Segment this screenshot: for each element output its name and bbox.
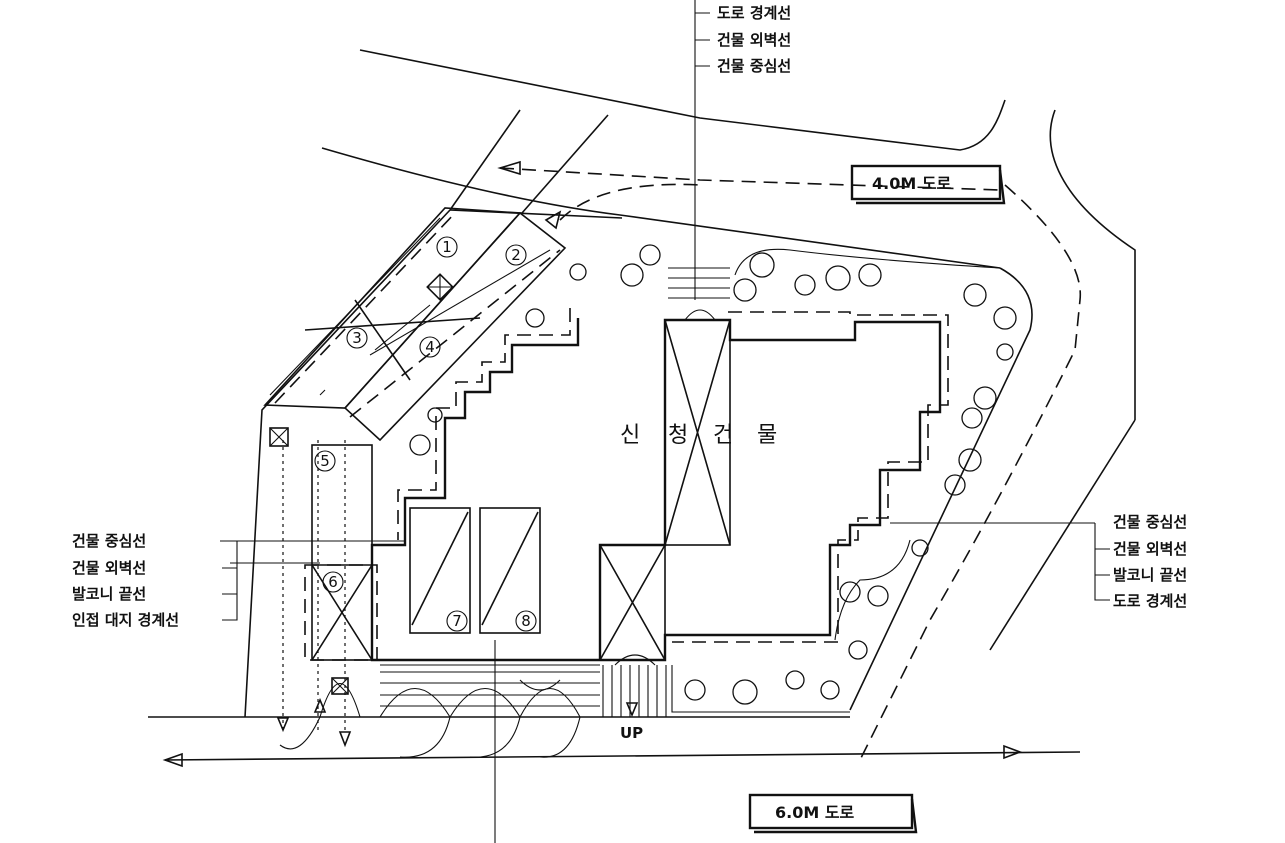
traffic-arrows	[162, 160, 1081, 768]
building-name-char-3: 건	[713, 423, 733, 448]
space-8-label: 8	[521, 612, 531, 630]
entrance-steps	[279, 267, 730, 758]
road-south-label: 6.0M 도로	[775, 803, 855, 822]
left-label-wall-line: 건물 외벽선	[72, 559, 146, 577]
building-name-char-1: 신	[620, 423, 640, 448]
space-4-label: 4	[425, 338, 435, 356]
right-label-wall-line: 건물 외벽선	[1113, 540, 1187, 558]
space-3-label: 3	[352, 329, 362, 347]
right-label-road-boundary: 도로 경계선	[1113, 592, 1187, 610]
building-name: 신 청 건 물	[620, 423, 777, 448]
top-label-wall-line: 건물 외벽선	[717, 31, 791, 49]
centre-lines	[230, 0, 1095, 843]
main-building	[370, 308, 949, 662]
road-north-label: 4.0M 도로	[872, 174, 952, 193]
right-label-balcony-line: 발코니 끝선	[1113, 566, 1187, 584]
left-label-balcony-line: 발코니 끝선	[72, 585, 146, 603]
space-numbers: 1 2 3 4 5 6 7 8	[314, 236, 537, 632]
right-label-centre-line: 건물 중심선	[1113, 513, 1187, 531]
space-7-label: 7	[452, 612, 462, 630]
top-label-road-boundary: 도로 경계선	[717, 4, 791, 22]
left-label-centre-line: 건물 중심선	[72, 532, 146, 550]
top-label-centre-line: 건물 중심선	[717, 57, 791, 75]
road-north-label-box: 4.0M 도로	[850, 164, 1006, 205]
parking-stalls-north	[263, 207, 567, 442]
landscape-trees	[409, 244, 1017, 713]
building-name-char-4: 물	[757, 423, 777, 448]
space-1-label: 1	[442, 238, 452, 256]
space-6-label: 6	[328, 573, 338, 591]
building-name-char-2: 청	[668, 423, 688, 448]
left-legend: 건물 중심선 건물 외벽선 발코니 끝선 인접 대지 경계선	[72, 532, 238, 629]
right-legend: 건물 중심선 건물 외벽선 발코니 끝선 도로 경계선	[1094, 513, 1187, 610]
parking-stalls-west	[269, 427, 378, 695]
road-boundaries	[148, 49, 1136, 761]
left-label-adjacent-boundary: 인접 대지 경계선	[72, 611, 179, 629]
road-south-label-box: 6.0M 도로	[748, 793, 918, 834]
space-5-label: 5	[320, 452, 330, 470]
top-legend: 도로 경계선 건물 외벽선 건물 중심선	[695, 4, 791, 75]
space-2-label: 2	[511, 246, 521, 264]
up-label: UP	[620, 724, 643, 742]
